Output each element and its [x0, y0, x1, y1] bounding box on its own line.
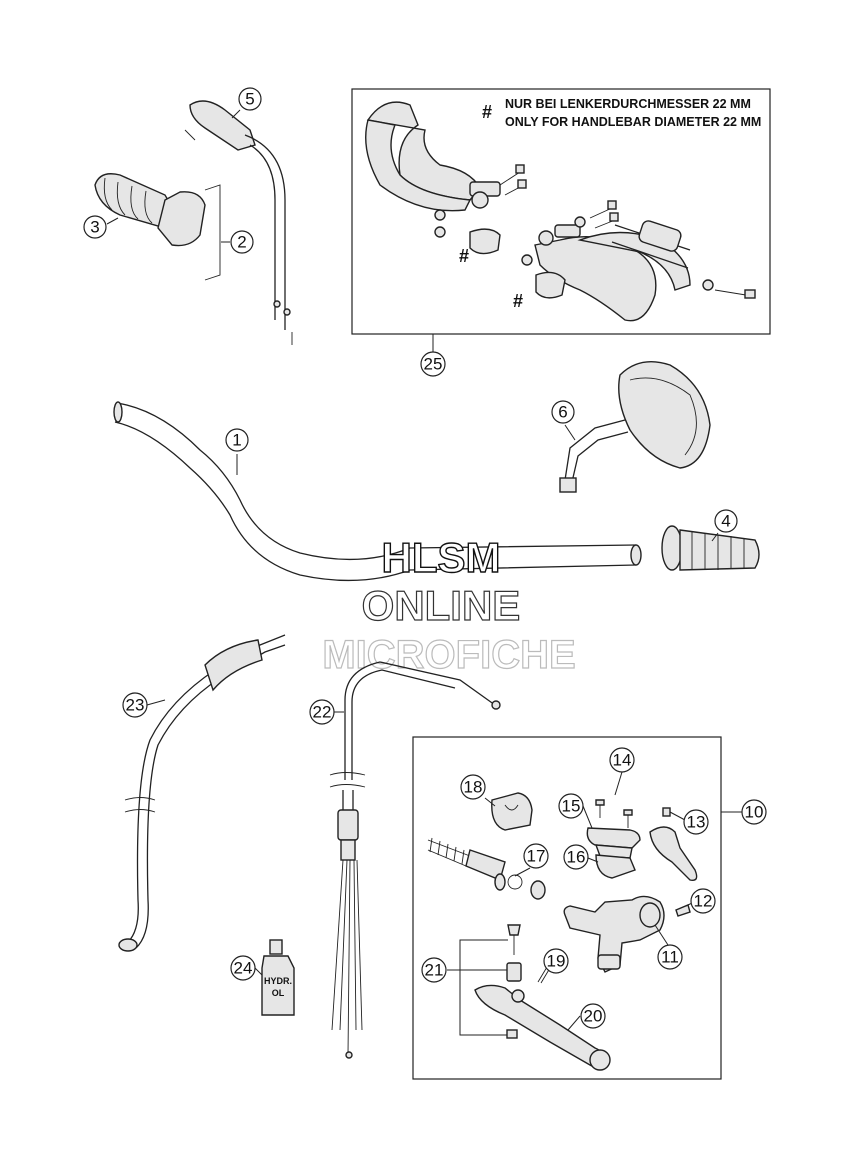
svg-text:16: 16: [567, 848, 586, 867]
callout-11: 11: [654, 924, 683, 970]
callout-25: 25: [420, 351, 446, 377]
mirror: [559, 361, 711, 493]
diaphragm: [595, 854, 636, 879]
callout-1: 1: [225, 428, 249, 475]
clutch-cable: [329, 661, 501, 1059]
callout-5: 5: [231, 87, 262, 119]
svg-text:6: 6: [558, 403, 567, 422]
hash-mark-2: #: [513, 291, 523, 311]
bottle-label-2: OL: [272, 988, 285, 998]
callout-24: 24: [230, 955, 263, 981]
left-grip: [661, 525, 760, 571]
right-spacer: [535, 271, 566, 299]
svg-text:2: 2: [237, 233, 246, 252]
callout-13: 13: [669, 809, 709, 835]
callouts: 1 2 3 4 5 6 10 11 12 13 14 15 16 17 18 1…: [83, 87, 767, 1031]
master-cylinder-body: [563, 895, 665, 973]
svg-text:22: 22: [313, 703, 332, 722]
callout-15: 15: [558, 793, 593, 829]
reservoir-cap: [586, 827, 641, 849]
callout-19: 19: [543, 948, 569, 974]
callout-10: 10: [741, 799, 767, 825]
clutch-lever: [474, 984, 606, 1068]
callout-3: 3: [83, 215, 119, 239]
clamp: [491, 792, 533, 831]
watermark: HLSM ONLINE MICROFICHE: [322, 533, 577, 677]
throttle-group: [94, 100, 293, 345]
callout-6: 6: [551, 400, 576, 441]
brake-hose: [118, 634, 286, 952]
svg-text:13: 13: [687, 813, 706, 832]
callout-17: 17: [514, 843, 549, 877]
svg-text:3: 3: [90, 218, 99, 237]
callout-16: 16: [563, 844, 599, 870]
note-line-de: NUR BEI LENKERDURCHMESSER 22 MM: [505, 97, 751, 111]
svg-text:24: 24: [234, 959, 253, 978]
svg-text:14: 14: [613, 751, 632, 770]
handguard-kit-group: # NUR BEI LENKERDURCHMESSER 22 MM ONLY F…: [351, 88, 771, 335]
callout-4: 4: [711, 509, 738, 542]
handlebar: [113, 401, 642, 582]
callout-23: 23: [122, 692, 166, 718]
callout-22: 22: [309, 699, 344, 725]
svg-text:19: 19: [547, 952, 566, 971]
svg-text:20: 20: [584, 1007, 603, 1026]
note-marker: #: [482, 102, 492, 122]
callout-18: 18: [460, 774, 496, 807]
watermark-line1: HLSM: [382, 534, 501, 581]
svg-text:5: 5: [245, 90, 254, 109]
svg-text:12: 12: [694, 892, 713, 911]
svg-text:17: 17: [527, 847, 546, 866]
svg-text:11: 11: [661, 948, 679, 967]
oil-bottle: HYDR. OL: [261, 939, 295, 1016]
hash-mark-1: #: [459, 246, 469, 266]
bottle-label-1: HYDR.: [264, 976, 292, 986]
master-cylinder-frame: [412, 736, 722, 1080]
callout-2: 2: [221, 230, 254, 254]
note-line-en: ONLY FOR HANDLEBAR DIAMETER 22 MM: [505, 115, 761, 129]
svg-text:4: 4: [721, 512, 730, 531]
handguard-kit-frame: [351, 88, 771, 335]
piston-spring: [427, 837, 546, 900]
svg-text:23: 23: [126, 696, 145, 715]
svg-text:25: 25: [424, 355, 443, 374]
callout-20: 20: [567, 1003, 606, 1031]
svg-text:15: 15: [562, 797, 581, 816]
svg-text:21: 21: [425, 961, 444, 980]
svg-text:1: 1: [232, 431, 241, 450]
callout-12: 12: [685, 888, 716, 914]
throttle-housing: [157, 191, 206, 247]
callout-21: 21: [421, 957, 447, 983]
svg-text:18: 18: [464, 778, 483, 797]
watermark-line2: ONLINE: [362, 582, 521, 629]
left-spacer: [469, 228, 501, 255]
master-cylinder-group: [412, 736, 742, 1080]
watermark-line3: MICROFICHE: [322, 633, 575, 677]
svg-text:10: 10: [745, 803, 764, 822]
callout-14: 14: [609, 747, 635, 796]
